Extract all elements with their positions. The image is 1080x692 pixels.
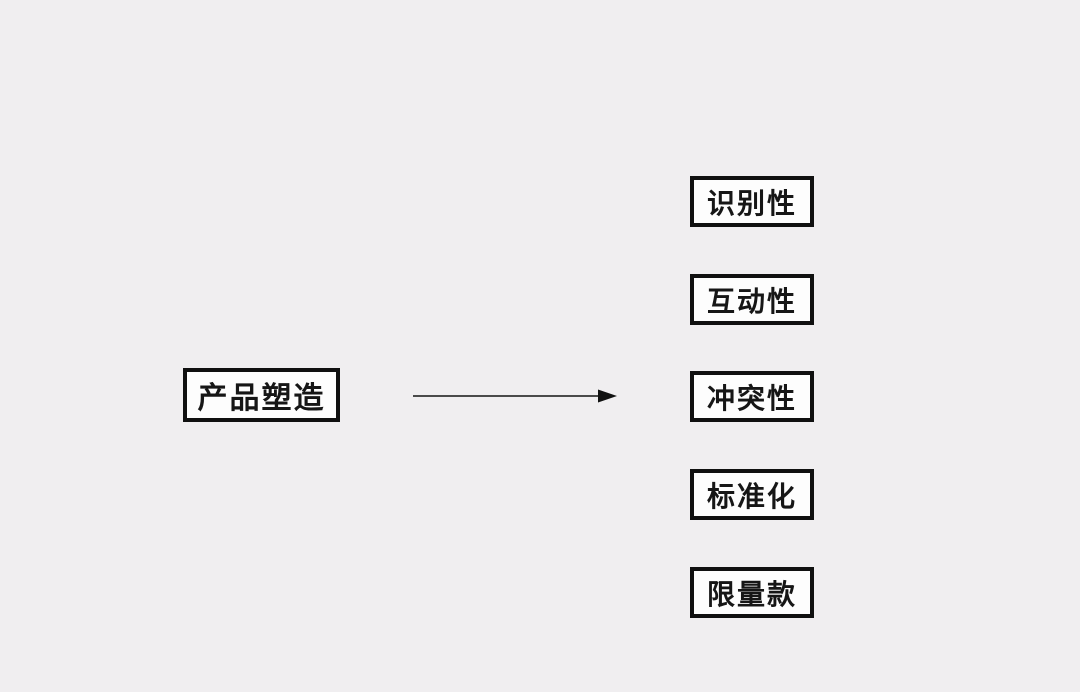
target-node-5: 限量款 [690, 567, 814, 618]
source-node: 产品塑造 [183, 368, 340, 422]
target-node-2-label: 互动性 [706, 285, 797, 317]
target-node-1-label: 识别性 [706, 187, 797, 219]
target-node-2: 互动性 [690, 274, 814, 325]
target-node-4: 标准化 [690, 469, 814, 520]
target-node-3-label: 冲突性 [706, 382, 797, 414]
target-node-5-label: 限量款 [706, 578, 797, 610]
target-node-4-label: 标准化 [706, 480, 797, 512]
source-node-label: 产品塑造 [197, 382, 326, 415]
target-node-3: 冲突性 [690, 371, 814, 422]
target-node-1: 识别性 [690, 176, 814, 227]
arrow-right-icon [413, 389, 617, 403]
